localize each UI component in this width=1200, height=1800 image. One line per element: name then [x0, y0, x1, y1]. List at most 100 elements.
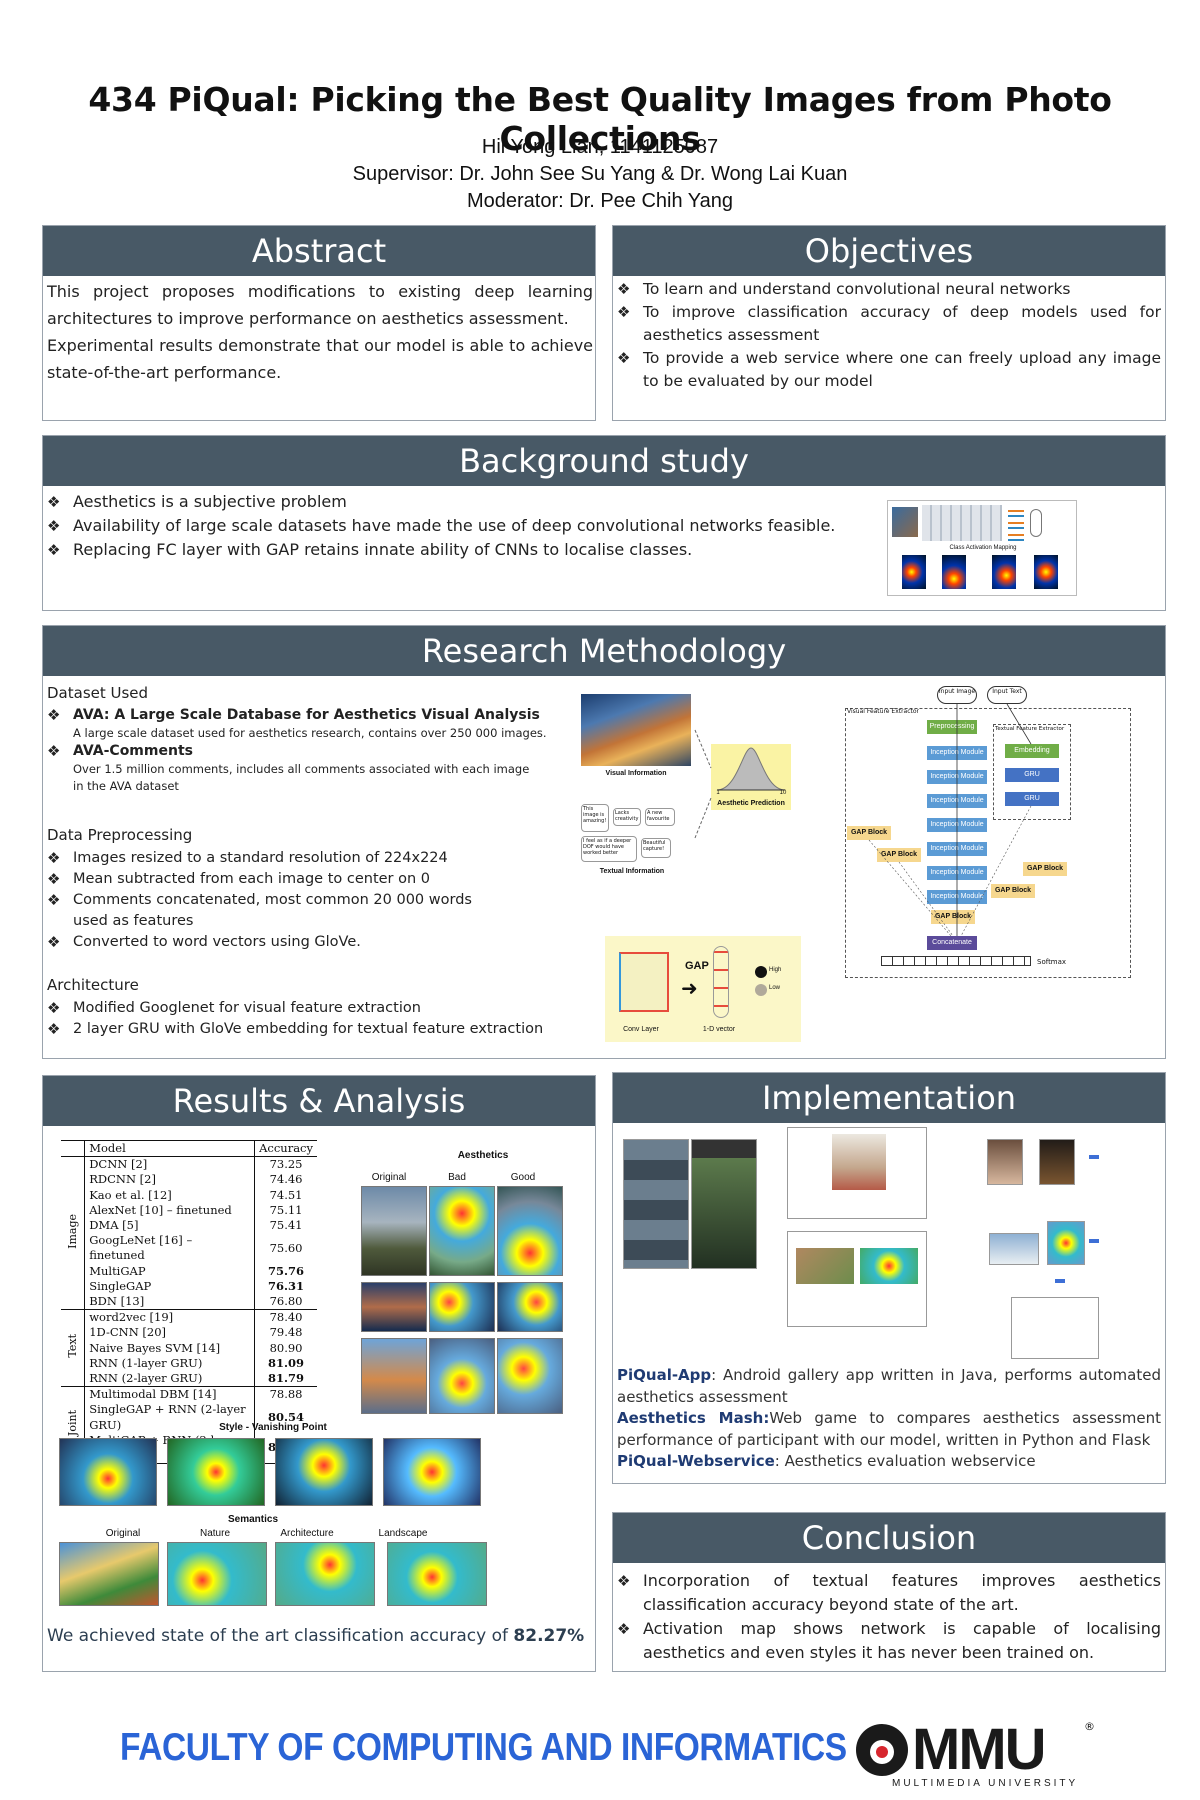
poster-title: 434 PiQual: Picking the Best Quality Ima… [88, 80, 1112, 158]
gap-block: GAP Block [847, 826, 891, 840]
model-cell: DCNN [2] [84, 1156, 255, 1173]
webservice-thumb-dark [1039, 1139, 1075, 1185]
mash-desc-text: Web game to compares aesthetics assessme… [617, 1409, 1161, 1449]
preprocessing-item: Comments concatenated, most common 20 00… [45, 890, 485, 932]
abstract-p1: This project proposes modifications to e… [47, 282, 593, 328]
mmu-logo-text: MMU [912, 1717, 1047, 1782]
semantics-fig-title: Semantics [227, 1514, 279, 1525]
aesthetics-bad-map [429, 1186, 495, 1276]
model-cell: MultiGAP [84, 1263, 255, 1279]
accuracy-cell: 73.25 [254, 1156, 317, 1173]
aesthetics-good-map [497, 1186, 563, 1276]
objectives-panel: Objectives To learn and understand convo… [612, 225, 1166, 421]
opera-good-map [497, 1282, 563, 1332]
objective-item: To provide a web service where one can f… [615, 347, 1161, 393]
table-row: 1D-CNN [20]79.48 [61, 1325, 317, 1341]
softmax-bar [881, 956, 1031, 966]
accuracy-cell: 76.31 [254, 1278, 317, 1295]
web-name: PiQual-Webservice [617, 1452, 775, 1470]
abstract-panel: Abstract This project proposes modificat… [42, 225, 596, 421]
col-model-header: Model [84, 1140, 255, 1157]
semantics-col-architecture: Architecture [280, 1528, 334, 1539]
gap-figure: GAP ➜ High Low Conv Layer 1-D vector [605, 936, 801, 1042]
concatenate-node: Concatenate [927, 936, 977, 950]
accuracy-cell: 75.11 [254, 1202, 317, 1219]
accuracy-cell: 80.54 [254, 1402, 317, 1433]
alpaca-photo [832, 1134, 886, 1190]
avac-desc: Over 1.5 million comments, includes all … [73, 762, 530, 793]
prediction-box: 1 10 Aesthetic Prediction [711, 744, 791, 810]
app-desc-text: : Android gallery app written in Java, p… [617, 1366, 1161, 1406]
semantics-col-nature: Nature [199, 1528, 230, 1539]
dataset-label: Dataset Used [47, 684, 149, 702]
cam-map-3 [992, 555, 1016, 589]
cam-conv-layers [922, 505, 1002, 541]
avac-title: AVA-Comments [73, 743, 193, 759]
web-desc-text: : Aesthetics evaluation webservice [774, 1452, 1036, 1470]
background-item: Availability of large scale datasets hav… [45, 514, 845, 538]
background-item: Aesthetics is a subjective problem [45, 490, 845, 514]
mmu-logo-mark [856, 1724, 908, 1776]
accuracy-cell: 78.88 [254, 1386, 317, 1403]
model-cell: Kao et al. [12] [84, 1187, 255, 1203]
gap-block: GAP Block [991, 884, 1035, 898]
conclusion-panel: Conclusion Incorporation of textual feat… [612, 1512, 1166, 1672]
gap-block: GAP Block [877, 848, 921, 862]
cam-map-1 [902, 555, 926, 589]
webservice-result-page [1011, 1297, 1099, 1359]
model-cell: RNN (2-layer GRU) [84, 1371, 255, 1387]
textual-extractor-label: Textual Feature Extractor [995, 726, 1065, 732]
table-row: Naive Bayes SVM [14]80.90 [61, 1340, 317, 1356]
gap-arrow: ➜ [681, 976, 698, 1000]
semantics-col-landscape: Landscape [378, 1528, 428, 1539]
app-name: PiQual-App [617, 1366, 712, 1384]
table-row: DMA [5]75.41 [61, 1218, 317, 1234]
architecture-item: 2 layer GRU with GloVe embedding for tex… [45, 1019, 565, 1040]
accuracy-cell: 75.76 [254, 1263, 317, 1279]
bridge-bad-map [429, 1338, 495, 1414]
comment-bubble: This image is amazing! [581, 804, 609, 832]
background-heading: Background study [43, 436, 1165, 486]
axis-hi: 10 [779, 790, 787, 796]
table-row: Kao et al. [12]74.51 [61, 1187, 317, 1203]
visual-extractor-box [845, 708, 1131, 978]
flow-arrows [694, 729, 712, 839]
bridge-good-map [497, 1338, 563, 1414]
vector-nodes [713, 946, 729, 1018]
gru-node: GRU [1005, 768, 1059, 782]
group-label: Joint [66, 1410, 79, 1437]
web-btn-3 [1055, 1279, 1065, 1283]
comment-bubble: A new favourite [645, 808, 675, 826]
model-cell: GoogLeNet [16] – finetuned [84, 1233, 255, 1264]
style-map-2 [167, 1438, 265, 1506]
webservice-thumb-portrait [987, 1139, 1023, 1185]
abstract-text: This project proposes modifications to e… [47, 278, 593, 386]
aesthetics-original-image [361, 1186, 427, 1276]
accuracy-cell: 81.79 [254, 1371, 317, 1387]
architecture-list: Modified Googlenet for visual feature ex… [45, 998, 565, 1040]
cam-map-2 [942, 555, 966, 589]
accuracy-cell: 79.48 [254, 1325, 317, 1341]
preprocessing-item: Images resized to a standard resolution … [45, 848, 505, 869]
preprocessing-node: Preprocessing [927, 720, 977, 734]
preprocessing-item: Converted to word vectors using GloVe. [45, 932, 505, 953]
semantics-col-original: Original [105, 1528, 141, 1539]
webservice-thumb-child [1047, 1221, 1085, 1265]
cam-map-4 [1034, 555, 1058, 589]
mmu-registered: ® [1084, 1720, 1095, 1733]
model-cell: RDCNN [2] [84, 1172, 255, 1188]
model-cell: 1D-CNN [20] [84, 1325, 255, 1341]
mash-desc: Aesthetics Mash:Web game to compares aes… [617, 1408, 1161, 1451]
gap-block: GAP Block [1023, 862, 1067, 876]
implementation-panel: Implementation PiQual-App: Android galle… [612, 1072, 1166, 1484]
results-heading: Results & Analysis [43, 1076, 595, 1126]
style-map-3 [275, 1438, 373, 1506]
abstract-p2: Experimental results demonstrate that ou… [47, 336, 593, 382]
summary-value: 82.27% [513, 1626, 585, 1646]
cam-input-image [892, 507, 918, 537]
app-desc: PiQual-App: Android gallery app written … [617, 1365, 1161, 1408]
